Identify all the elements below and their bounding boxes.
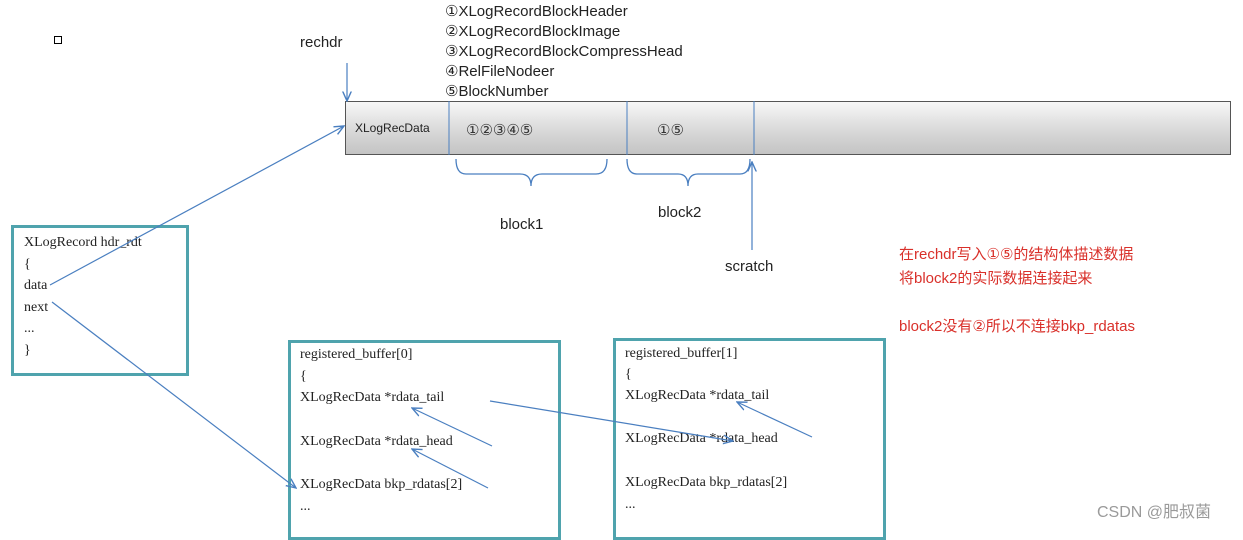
record-line-data: data: [24, 278, 48, 293]
legend-item-2: ②XLogRecordBlockImage: [445, 23, 621, 40]
block2-label: block2: [658, 204, 702, 221]
csdn-watermark: CSDN @肥叔菌: [1097, 504, 1212, 521]
block1-label: block1: [500, 216, 544, 233]
rb0-rdata-head: XLogRecData *rdata_head: [300, 434, 453, 449]
record-line-ellipsis: ...: [24, 321, 35, 336]
xlogrecord-box: [11, 225, 189, 376]
rb0-bkp-rdatas: XLogRecData bkp_rdatas[2]: [300, 477, 463, 492]
small-square-marker: [54, 36, 62, 44]
bar-segment-2-text: ①⑤: [657, 122, 684, 139]
head1-to-tail1-arrow: [737, 402, 813, 438]
rb0-ellipsis: ...: [300, 499, 311, 514]
legend-item-1: ①XLogRecordBlockHeader: [445, 3, 628, 20]
xlogrecdata-bar: [345, 101, 1231, 155]
connector-lines: [49, 63, 813, 526]
rb1-ellipsis: ...: [625, 497, 636, 512]
xlogrecord-box-text: XLogRecord hdr_rdt { data next ... }: [24, 232, 142, 361]
rb1-bkp-rdatas: XLogRecData bkp_rdatas[2]: [625, 475, 788, 490]
data-arrow: [49, 126, 344, 286]
note-line-3: block2没有②所以不连接bkp_rdatas: [899, 318, 1136, 335]
next-arrow: [51, 301, 296, 488]
note-line-1: 在rechdr写入①⑤的结构体描述数据: [899, 246, 1134, 263]
rb0-open: {: [300, 369, 307, 384]
legend-item-3: ③XLogRecordBlockCompressHead: [445, 43, 683, 60]
record-line-next: next: [24, 299, 49, 315]
registered-buffer-1-text: registered_buffer[1] { XLogRecData *rdat…: [625, 346, 787, 513]
rechdr-label: rechdr: [300, 34, 343, 51]
head0-to-tail0-arrow: [412, 408, 493, 447]
block2-brace: [626, 158, 751, 187]
record-line-title: XLogRecord hdr_rdt: [24, 235, 142, 250]
scratch-label: scratch: [725, 258, 774, 275]
block1-brace: [455, 158, 608, 187]
record-line-open: {: [24, 256, 31, 272]
registered-buffer-1-box: [613, 338, 886, 540]
bar-segment-1-text: ①②③④⑤: [466, 122, 534, 139]
bar-label: XLogRecData: [355, 121, 430, 135]
rb1-rdata-head: XLogRecData *rdata_head: [625, 431, 778, 446]
legend-item-5: ⑤BlockNumber: [445, 83, 549, 100]
registered-buffer-0-box: [288, 340, 561, 540]
legend: ①XLogRecordBlockHeader ②XLogRecordBlockI…: [445, 2, 683, 102]
legend-item-4: ④RelFileNodeer: [445, 63, 555, 80]
note-line-2: 将block2的实际数据连接起来: [899, 270, 1093, 287]
tail0-to-head1-arrow: [489, 400, 733, 441]
rb0-title: registered_buffer[0]: [300, 347, 413, 362]
registered-buffer-0-text: registered_buffer[0] { XLogRecData *rdat…: [300, 347, 462, 515]
record-line-close: }: [24, 342, 31, 358]
bkp0-to-head0-arrow: [412, 449, 489, 489]
rb1-rdata-tail: XLogRecData *rdata_tail: [625, 388, 770, 403]
rb0-rdata-tail: XLogRecData *rdata_tail: [300, 390, 445, 405]
rb1-title: registered_buffer[1]: [625, 346, 738, 361]
rb1-open: {: [625, 367, 632, 382]
